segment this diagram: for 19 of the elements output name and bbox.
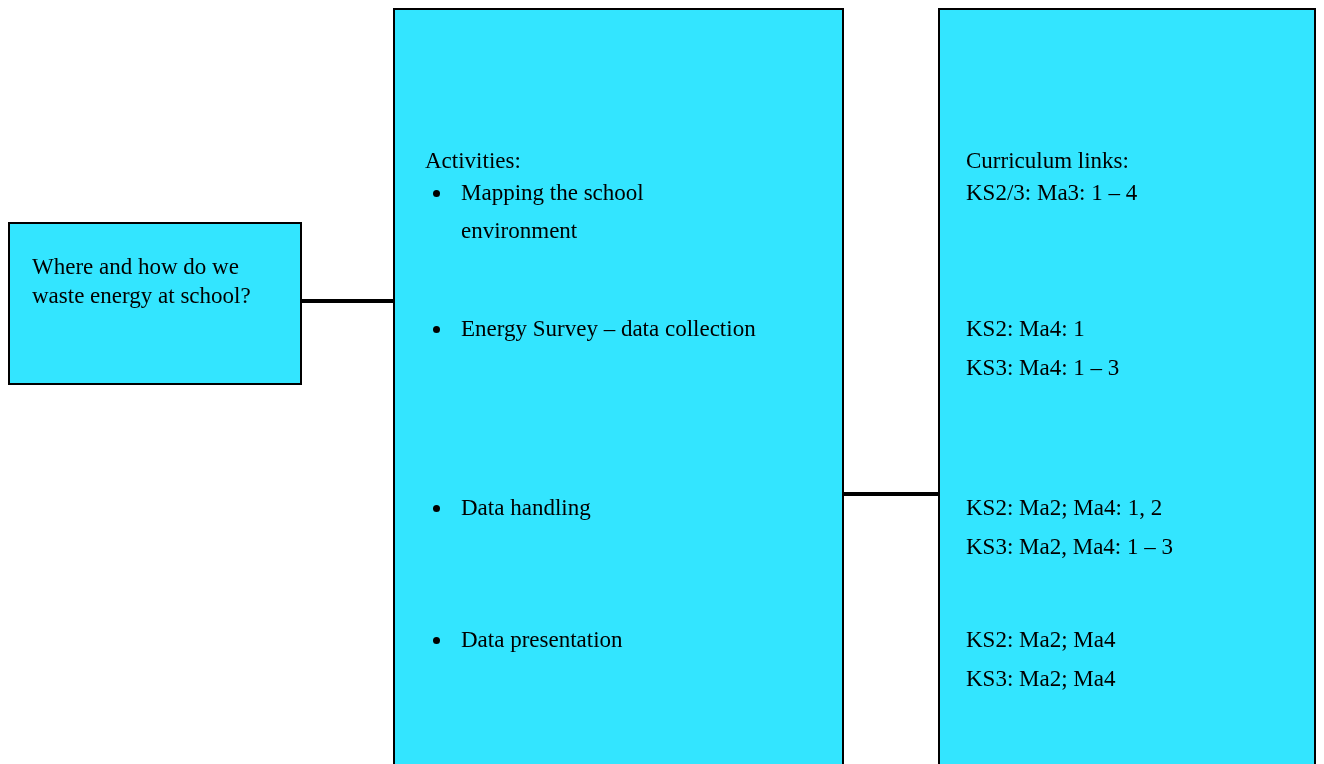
list-item: KS2: Ma2; Ma4 xyxy=(966,626,1117,654)
list-item: Energy Survey – data collection xyxy=(461,315,757,343)
list-item: Mapping the school environment xyxy=(461,179,645,245)
list-item: KS3: Ma2, Ma4: 1 – 3 xyxy=(966,533,1174,561)
list-item: KS2/3: Ma3: 1 – 4 xyxy=(966,179,1139,207)
heading: Curriculum links: xyxy=(966,147,1130,175)
list-item: KS3: Ma4: 1 – 3 xyxy=(966,354,1121,382)
list-item: KS2: Ma4: 1 xyxy=(966,315,1086,343)
connector-line xyxy=(302,299,393,303)
list-item: Data presentation xyxy=(461,626,624,654)
list-item: Data handling xyxy=(461,494,592,522)
question-text: Where and how do we waste energy at school? xyxy=(32,253,252,310)
text-box xyxy=(938,8,1316,764)
list-item: KS2: Ma2; Ma4: 1, 2 xyxy=(966,494,1164,522)
text-box xyxy=(393,8,844,764)
heading: Activities: xyxy=(425,147,522,175)
connector-line xyxy=(844,492,938,496)
text-box xyxy=(8,222,302,385)
list-item: KS3: Ma2; Ma4 xyxy=(966,665,1117,693)
